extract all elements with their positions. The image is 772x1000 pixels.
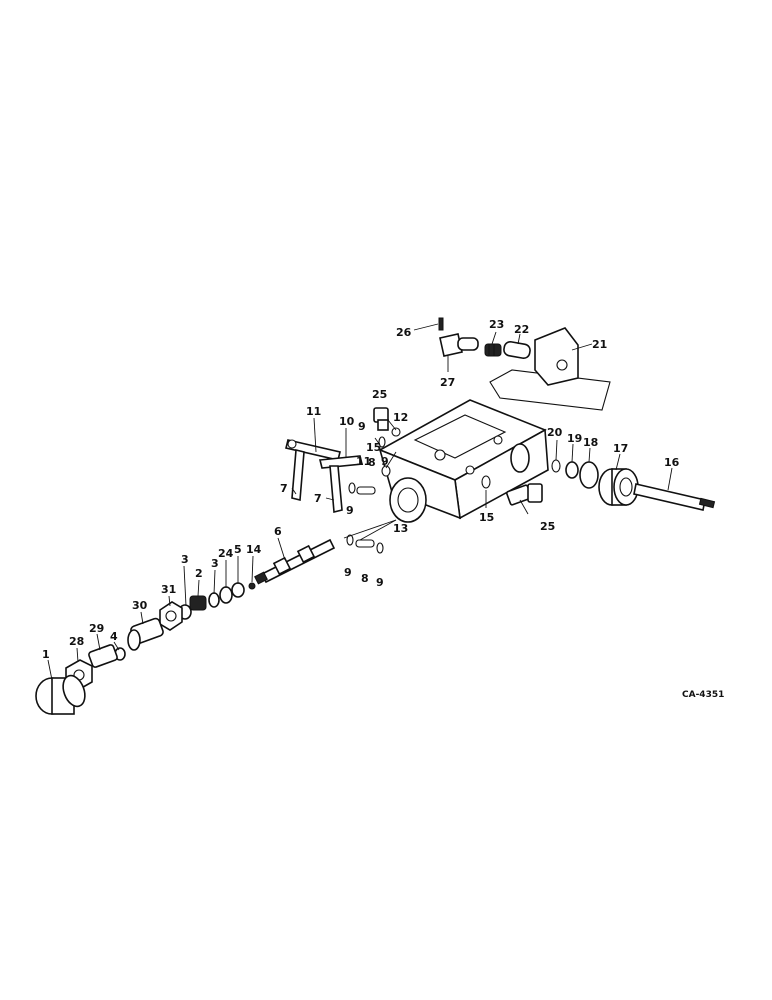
callout-18: 18 [583,436,598,449]
callout-11-b: 11 [356,455,371,468]
callout-25-right: 25 [540,520,555,533]
screw-26 [438,317,444,331]
callout-29: 29 [89,622,104,635]
callout-22: 22 [514,323,529,336]
callout-1: 1 [42,648,50,661]
adjuster-29 [88,644,118,668]
washer-3-b [208,592,220,608]
callout-27: 27 [440,376,455,389]
washer-15-top [378,436,386,448]
callout-24: 24 [218,547,234,560]
callout-6: 6 [274,525,282,538]
callout-labels: 1 28 29 4 30 31 3 2 3 24 5 14 6 7 7 11 1… [42,318,680,661]
callout-9-a: 9 [358,420,366,433]
callout-19: 19 [567,432,582,445]
callout-16: 16 [664,456,680,469]
clip-9-c [346,534,354,546]
clip-9-a [381,465,391,477]
callout-8-a: 8 [368,456,376,469]
spool-6 [254,538,336,585]
callout-31: 31 [161,583,176,596]
callout-17: 17 [613,442,628,455]
pin-12 [391,427,401,437]
callout-8-b: 8 [361,572,369,585]
ring-20 [551,459,561,473]
callout-11: 11 [306,405,321,418]
callout-3-a: 3 [181,553,189,566]
callout-9-c: 9 [346,504,354,517]
pin-8-bottom [355,539,375,548]
cover-block-27 [439,333,479,357]
callout-13: 13 [393,522,408,535]
piston-17 [598,468,639,506]
nut-31 [159,601,183,631]
pin-8-top [356,486,376,495]
callout-25-top: 25 [372,388,387,401]
seal-18 [579,461,599,489]
clip-9-b [348,482,356,494]
callout-10: 10 [339,415,355,428]
spring-23 [484,343,502,357]
washer-15-right [481,475,491,489]
plug-25-top [373,407,389,431]
callout-2: 2 [195,567,203,580]
callout-21: 21 [592,338,607,351]
cover-bracket-21 [534,327,579,386]
sleeve-22 [503,340,531,360]
callout-9-d: 9 [344,566,352,579]
callout-30: 30 [132,599,148,612]
callout-14: 14 [246,543,262,556]
leader-lines [47,323,673,681]
callout-5: 5 [234,543,242,556]
callout-20: 20 [547,426,563,439]
reference-code: CA-4351 [682,690,724,700]
callout-9-b: 9 [381,455,389,468]
callout-3-b: 3 [211,557,219,570]
cover-gasket [489,369,611,411]
callout-12: 12 [393,411,408,424]
clip-9-d [376,542,384,554]
ball-14 [248,582,256,590]
plug-25-right [506,483,543,506]
washer-19 [565,461,579,479]
callout-15-top: 15 [366,441,381,454]
ring-5 [231,582,245,598]
callout-23: 23 [489,318,504,331]
washer-24 [219,586,233,604]
callout-4: 4 [110,630,118,643]
callout-15-right: 15 [479,511,494,524]
link-arm-10 [318,455,364,514]
callout-26: 26 [396,326,412,339]
callout-7-b: 7 [314,492,322,505]
callout-7-a: 7 [280,482,288,495]
cap-1 [35,674,86,715]
spring-2 [189,595,207,611]
valve-housing [378,399,549,523]
fitting-30 [127,617,164,651]
shaft-16 [633,483,716,511]
callout-28: 28 [69,635,84,648]
callout-9-e: 9 [376,576,384,589]
